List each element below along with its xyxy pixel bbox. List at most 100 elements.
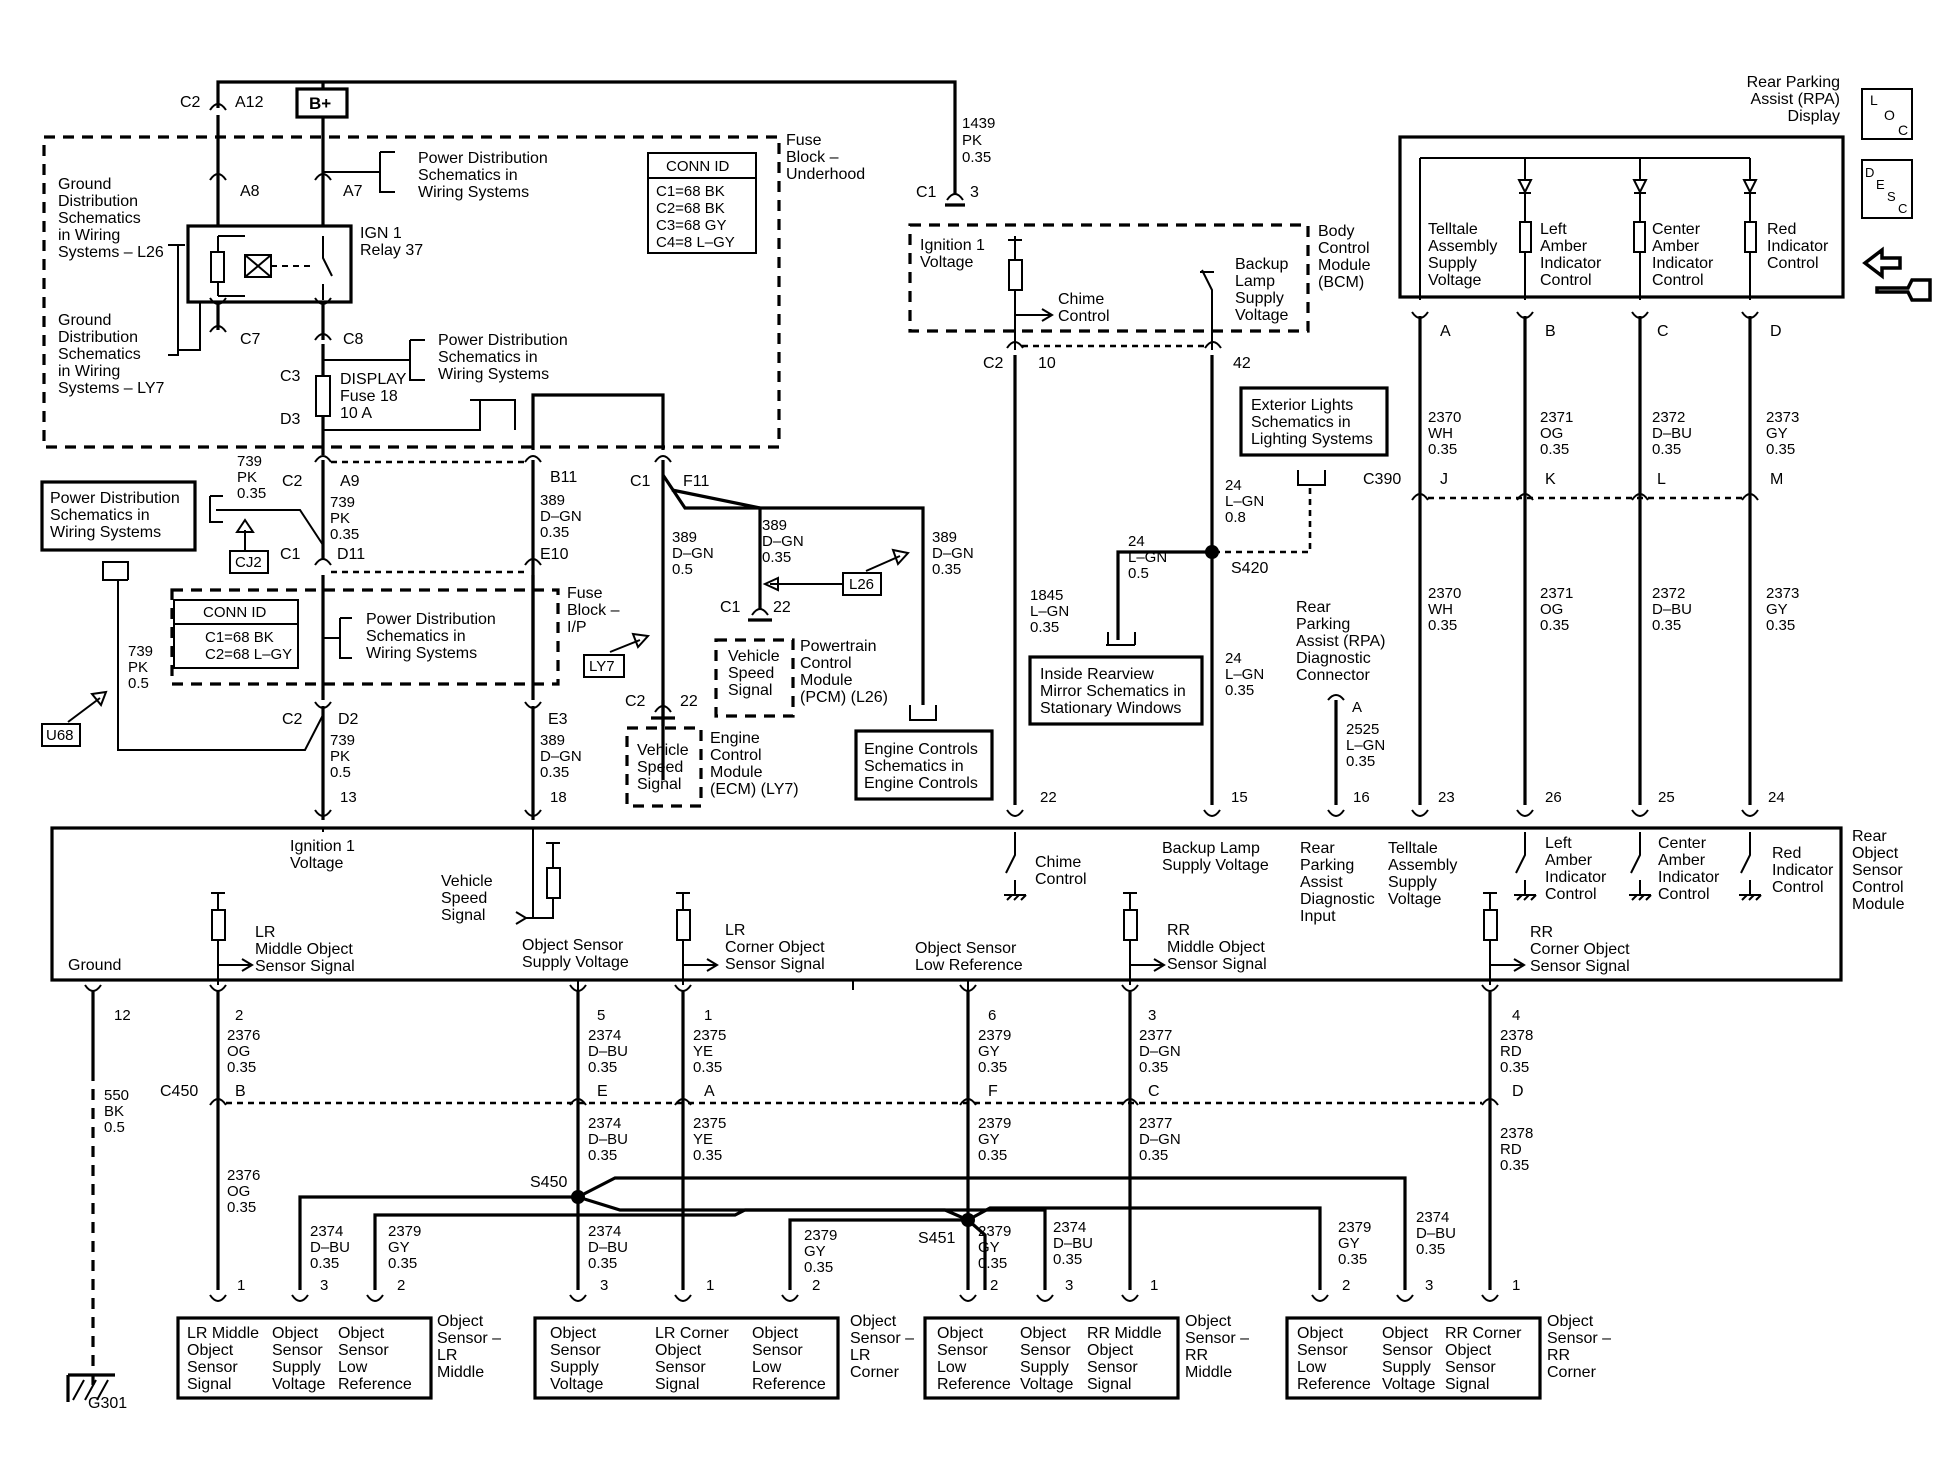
sensor-pins: 1 3 2 3 1 2 2 3 1 2 3 1	[209, 1277, 1520, 1302]
svg-text:F11: F11	[683, 473, 709, 490]
bplus-label: B+	[309, 94, 331, 113]
a12-label: A12	[235, 94, 264, 111]
svg-text:C: C	[1148, 1083, 1160, 1100]
svg-text:12: 12	[114, 1007, 131, 1024]
module-top-pins: 22 15 16 23 26 25 24	[314, 789, 1785, 817]
svg-text:2: 2	[397, 1277, 405, 1294]
svg-text:2: 2	[235, 1007, 243, 1024]
svg-text:D: D	[1770, 323, 1782, 340]
svg-text:22: 22	[680, 693, 698, 710]
svg-text:E10: E10	[540, 546, 569, 563]
svg-text:3: 3	[1425, 1277, 1433, 1294]
svg-text:3: 3	[600, 1277, 608, 1294]
ground-label: Ground	[68, 957, 121, 974]
bcm-box	[908, 223, 1310, 333]
svg-text:24L–GN0.35: 24L–GN0.35	[1225, 650, 1264, 699]
pd3-box	[40, 480, 197, 552]
svg-text:L: L	[1657, 471, 1666, 488]
svg-text:16: 16	[1353, 789, 1370, 806]
ly7-box	[583, 654, 625, 678]
engine-controls-box	[854, 729, 994, 801]
svg-text:5: 5	[597, 1007, 605, 1024]
svg-text:D11: D11	[337, 546, 365, 563]
svg-text:13: 13	[340, 789, 357, 806]
fuse-block-underhood	[42, 135, 781, 449]
svg-text:2: 2	[1342, 1277, 1350, 1294]
svg-text:E: E	[597, 1083, 608, 1100]
svg-text:1: 1	[704, 1007, 712, 1024]
fuse-block-ip	[170, 588, 560, 686]
sensor-lr-corner	[533, 1316, 840, 1400]
svg-text:24L–GN0.5: 24L–GN0.5	[1128, 533, 1167, 582]
svg-text:1: 1	[237, 1277, 245, 1294]
svg-text:3: 3	[320, 1277, 328, 1294]
module-bottom-pins: 12 2 5 1 6 3 4	[84, 984, 1520, 1024]
mirror-box	[1028, 655, 1204, 726]
svg-text:F: F	[988, 1083, 998, 1100]
svg-text:J: J	[1440, 471, 1448, 488]
svg-text:C1: C1	[720, 599, 741, 616]
svg-text:C2: C2	[625, 693, 646, 710]
rear-object-sensor-module	[50, 826, 1843, 982]
cj2-box	[229, 550, 269, 574]
svg-text:CONN ID: CONN ID	[666, 158, 730, 175]
svg-text:CONN ID: CONN ID	[203, 604, 267, 621]
svg-text:24: 24	[1768, 789, 1785, 806]
c2-label: C2	[180, 94, 201, 111]
svg-text:D: D	[1865, 165, 1874, 180]
svg-text:25: 25	[1658, 789, 1675, 806]
svg-text:C: C	[1898, 201, 1907, 216]
svg-text:B11: B11	[550, 469, 577, 486]
connid-uh	[647, 152, 757, 254]
connector-icon	[1862, 246, 1932, 302]
svg-text:3: 3	[1065, 1277, 1073, 1294]
svg-text:1: 1	[706, 1277, 714, 1294]
l26-box	[842, 572, 882, 596]
svg-text:E3: E3	[548, 711, 568, 728]
svg-text:3: 3	[970, 184, 979, 201]
svg-text:L: L	[1870, 92, 1878, 108]
